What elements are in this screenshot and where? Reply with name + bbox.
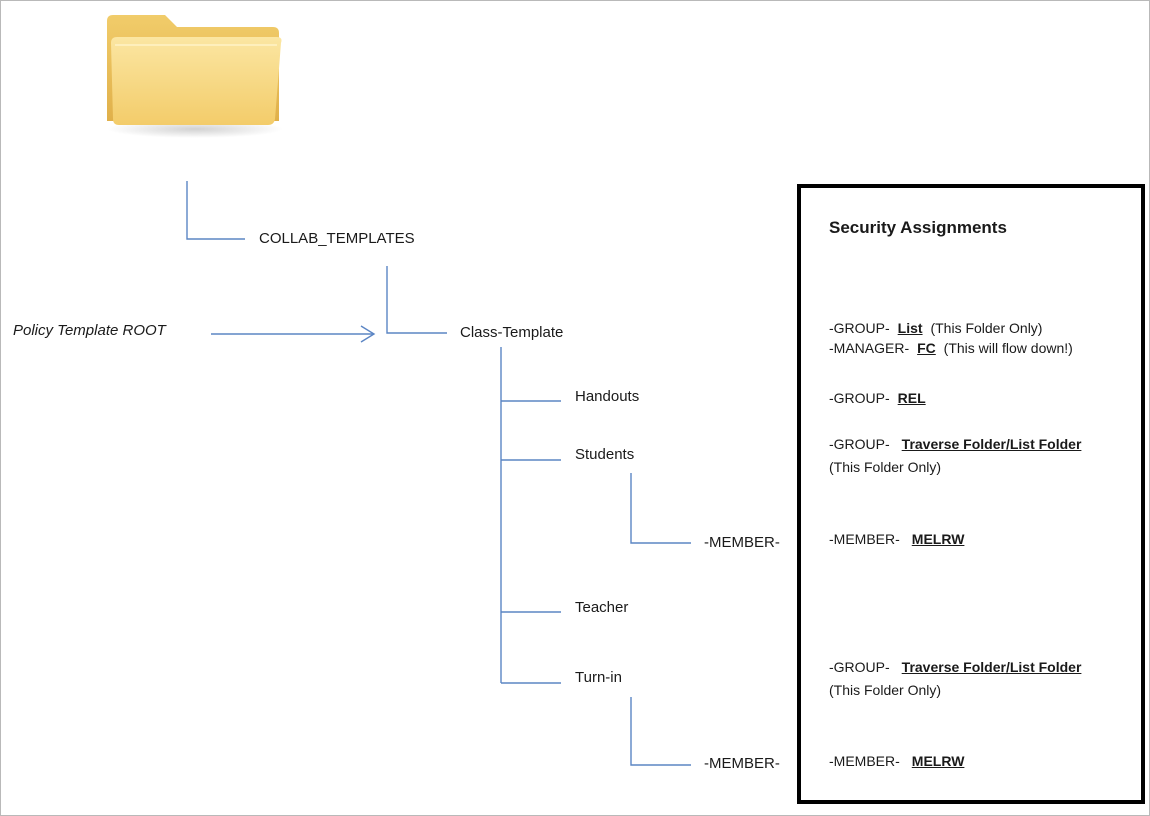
students-member-assignment: -MEMBER- MELRW: [829, 531, 968, 548]
handouts-label: Handouts: [575, 388, 640, 405]
class-group-assignment: -GROUP- List (This Folder Only): [829, 320, 1042, 337]
turnin-member-assignment: -MEMBER- MELRW: [829, 753, 968, 770]
group-prefix: -GROUP-: [829, 320, 890, 336]
collab-templates-label: COLLAB_TEMPLATES: [259, 230, 415, 247]
students-member-label: -MEMBER-: [704, 534, 780, 551]
perm-note: (This will flow down!): [939, 340, 1073, 356]
turnin-member-label: -MEMBER-: [704, 755, 780, 772]
perm-note: (This Folder Only): [926, 320, 1043, 336]
group-prefix: -GROUP-: [829, 659, 890, 675]
perm-fc: FC: [917, 340, 936, 356]
policy-template-root-label: Policy Template ROOT: [13, 322, 166, 339]
turnin-group-note: (This Folder Only): [829, 682, 942, 698]
students-label: Students: [575, 446, 635, 463]
turnin-label: Turn-in: [575, 669, 622, 686]
class-template-label: Class-Template: [460, 324, 564, 341]
students-group-note: (This Folder Only): [829, 459, 942, 475]
group-prefix: -GROUP-: [829, 390, 890, 406]
class-manager-assignment: -MANAGER- FC (This will flow down!): [829, 340, 1073, 357]
students-group-assignment: -GROUP- Traverse Folder/List Folder: [829, 436, 1085, 453]
connector-lines: [186, 181, 691, 766]
teacher-label: Teacher: [575, 599, 629, 616]
security-title: Security Assignments: [829, 218, 1007, 237]
perm-melrw: MELRW: [911, 753, 965, 769]
member-prefix: -MEMBER-: [829, 753, 900, 769]
turnin-group-assignment: -GROUP- Traverse Folder/List Folder: [829, 659, 1085, 676]
perm-list: List: [897, 320, 923, 336]
folder-icon: [105, 11, 285, 139]
manager-prefix: -MANAGER-: [829, 340, 910, 356]
group-prefix: -GROUP-: [829, 436, 890, 452]
member-prefix: -MEMBER-: [829, 531, 900, 547]
perm-traverse: Traverse Folder/List Folder: [901, 659, 1082, 675]
security-assignments-box: Security Assignments -GROUP- List (This F…: [797, 184, 1145, 804]
perm-rel: REL: [897, 390, 926, 406]
handouts-group-assignment: -GROUP- REL: [829, 390, 930, 407]
perm-melrw: MELRW: [911, 531, 965, 547]
perm-traverse: Traverse Folder/List Folder: [901, 436, 1082, 452]
